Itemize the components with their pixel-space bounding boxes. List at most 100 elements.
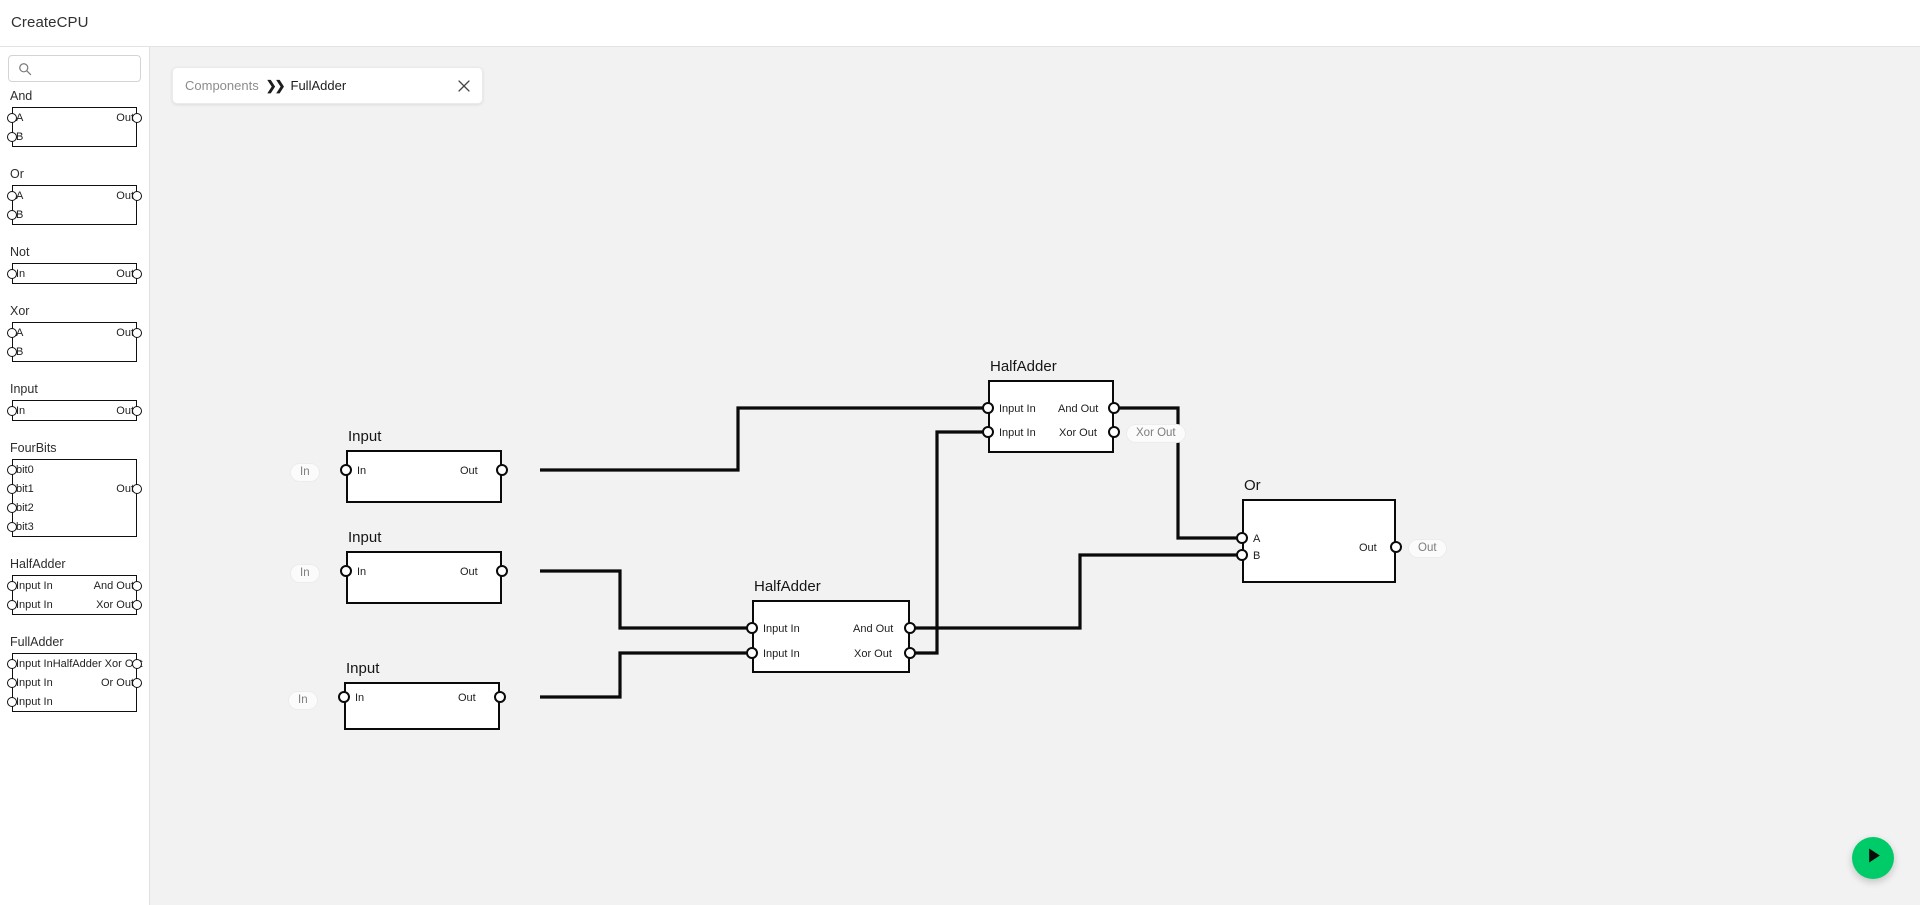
palette-port-in-label: bit2 [16, 501, 34, 514]
palette-port-in[interactable] [7, 268, 17, 279]
port-label-out: Out [460, 465, 478, 477]
palette-port-in-label: A [16, 111, 24, 124]
run-button[interactable] [1852, 837, 1894, 879]
node-body[interactable] [752, 600, 910, 673]
palette-port-in-label: bit0 [16, 463, 34, 476]
palette-port-in[interactable] [7, 677, 17, 688]
breadcrumb-root[interactable]: Components [185, 78, 259, 93]
palette-port-in[interactable] [7, 521, 17, 532]
palette-item-label: FourBits [10, 441, 57, 455]
node-body[interactable] [1242, 499, 1396, 583]
palette-port-in[interactable] [7, 405, 17, 416]
palette-port-in[interactable] [7, 346, 17, 357]
palette-port-out-label: Or Out [100, 676, 134, 689]
port-xor-out[interactable] [1108, 426, 1120, 438]
palette-port-out[interactable] [132, 483, 142, 494]
palette-port-out[interactable] [132, 677, 142, 688]
node-body[interactable] [988, 380, 1114, 453]
node-title: Input [346, 660, 380, 677]
node-body[interactable] [344, 682, 500, 730]
search-input[interactable] [37, 56, 137, 81]
port-out[interactable] [496, 464, 508, 476]
palette-port-in[interactable] [7, 112, 17, 123]
palette-port-out[interactable] [132, 599, 142, 610]
port-a[interactable] [1236, 532, 1248, 544]
port-input-in-1[interactable] [982, 402, 994, 414]
palette-port-in[interactable] [7, 502, 17, 513]
palette-port-in[interactable] [7, 327, 17, 338]
port-input-in-2[interactable] [982, 426, 994, 438]
palette-port-in-label: B [16, 345, 24, 358]
port-b[interactable] [1236, 549, 1248, 561]
port-in[interactable] [340, 464, 352, 476]
app-title: CreateCPU [11, 14, 89, 31]
palette-item-label: FullAdder [10, 635, 64, 649]
port-out[interactable] [496, 565, 508, 577]
palette-port-out[interactable] [132, 327, 142, 338]
palette-port-out[interactable] [132, 405, 142, 416]
palette-port-out[interactable] [132, 190, 142, 201]
port-label-xor-out: Xor Out [1059, 427, 1097, 439]
port-and-out[interactable] [904, 622, 916, 634]
palette-port-in[interactable] [7, 483, 17, 494]
port-input-in-2[interactable] [746, 647, 758, 659]
palette-port-in[interactable] [7, 599, 17, 610]
palette-port-in[interactable] [7, 131, 17, 142]
schematic-canvas[interactable]: Components ❯❯ FullAdder Input In In Out … [150, 47, 1920, 905]
palette-port-in-label: Input In [16, 676, 53, 689]
port-out[interactable] [1390, 541, 1402, 553]
palette-port-out[interactable] [132, 112, 142, 123]
port-input-in-1[interactable] [746, 622, 758, 634]
port-xor-out[interactable] [904, 647, 916, 659]
palette-port-in[interactable] [7, 209, 17, 220]
node-title: Input [348, 529, 382, 546]
palette-port-out[interactable] [132, 658, 142, 669]
search-box[interactable] [8, 55, 141, 82]
palette-port-out[interactable] [132, 268, 142, 279]
palette-item-label: Xor [10, 304, 30, 318]
port-label-in: In [357, 566, 367, 578]
palette-item-label: And [10, 89, 33, 103]
palette-port-out-label: Xor Out [96, 598, 134, 611]
input-pill: In [290, 463, 320, 482]
port-out[interactable] [494, 691, 506, 703]
palette-port-in[interactable] [7, 580, 17, 591]
palette-port-in[interactable] [7, 696, 17, 707]
port-and-out[interactable] [1108, 402, 1120, 414]
palette-item-label: HalfAdder [10, 557, 66, 571]
palette-port-out[interactable] [132, 580, 142, 591]
palette-port-in[interactable] [7, 658, 17, 669]
palette-port-in[interactable] [7, 190, 17, 201]
breadcrumb[interactable]: Components ❯❯ FullAdder [172, 67, 483, 104]
close-icon[interactable] [457, 79, 471, 93]
node-body[interactable] [346, 450, 502, 503]
port-in[interactable] [340, 565, 352, 577]
palette-port-in-label: B [16, 208, 24, 221]
node-title: HalfAdder [754, 578, 821, 595]
output-pill: Xor Out [1126, 424, 1186, 443]
node-body[interactable] [346, 551, 502, 604]
palette-port-row: bit2 [7, 498, 136, 517]
port-in[interactable] [338, 691, 350, 703]
palette-port-in[interactable] [7, 464, 17, 475]
